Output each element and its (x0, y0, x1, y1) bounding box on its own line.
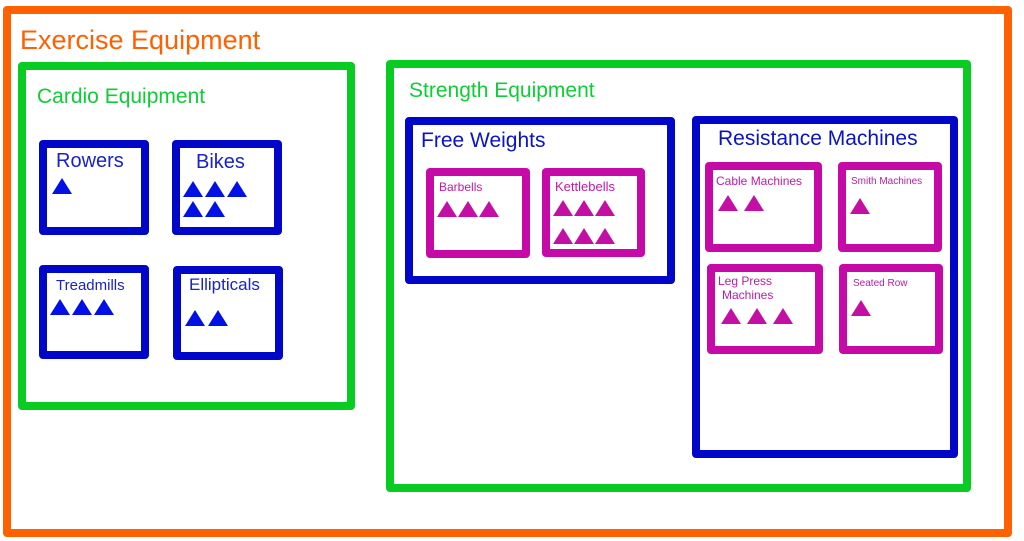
ellipticals-box (173, 266, 283, 360)
ellipticals-label: Ellipticals (189, 275, 260, 294)
cable-machines-label: Cable Machines (716, 174, 803, 188)
barbells-box (426, 168, 530, 258)
smith-machines-label: Smith Machines (851, 176, 923, 187)
triangle-icon (227, 181, 247, 197)
triangle-icon (718, 195, 738, 211)
triangle-icon (721, 308, 741, 324)
barbells-label: Barbells (439, 180, 483, 194)
triangle-icon (595, 200, 615, 216)
seated-row-count (851, 300, 911, 316)
diagram-title: Exercise Equipment (20, 25, 261, 55)
triangle-icon (553, 200, 573, 216)
triangle-icon (850, 198, 870, 214)
cardio-equipment-title: Cardio Equipment (37, 85, 206, 108)
leg-press-machines-label-line2: Machines (722, 288, 774, 302)
triangle-icon (52, 178, 72, 194)
rowers-count (52, 178, 142, 194)
triangle-icon (208, 310, 228, 326)
seated-row-label: Seated Row (853, 278, 908, 289)
triangle-icon (458, 201, 478, 217)
triangle-icon (479, 201, 499, 217)
triangle-icon (437, 201, 457, 217)
triangle-icon (183, 181, 203, 197)
ellipticals-count (185, 310, 275, 326)
leg-press-machines-label-line1: Leg Press (718, 274, 773, 288)
triangle-icon (747, 308, 767, 324)
kettlebells-count (553, 200, 623, 244)
cable-machines-count (718, 195, 808, 211)
triangle-icon (185, 310, 205, 326)
triangle-icon (205, 201, 225, 217)
triangle-icon (183, 201, 203, 217)
triangle-icon (94, 299, 114, 315)
triangle-icon (553, 228, 573, 244)
triangle-icon (773, 308, 793, 324)
triangle-icon (595, 228, 615, 244)
triangle-icon (50, 299, 70, 315)
smith-machines-count (850, 198, 910, 214)
bikes-count (183, 181, 253, 217)
treadmills-count (50, 299, 140, 315)
free-weights-title: Free Weights (421, 129, 546, 152)
kettlebells-label: Kettlebells (555, 179, 615, 194)
resistance-machines-title: Resistance Machines (718, 127, 918, 150)
triangle-icon (851, 300, 871, 316)
triangle-icon (205, 181, 225, 197)
triangle-icon (574, 200, 594, 216)
barbells-count (437, 201, 527, 217)
bikes-label: Bikes (196, 151, 245, 173)
triangle-icon (744, 195, 764, 211)
treadmills-label: Treadmills (56, 277, 125, 294)
leg-press-machines-count (721, 308, 821, 324)
strength-equipment-title: Strength Equipment (409, 79, 595, 102)
triangle-icon (72, 299, 92, 315)
triangle-icon (574, 228, 594, 244)
rowers-label: Rowers (56, 150, 124, 172)
